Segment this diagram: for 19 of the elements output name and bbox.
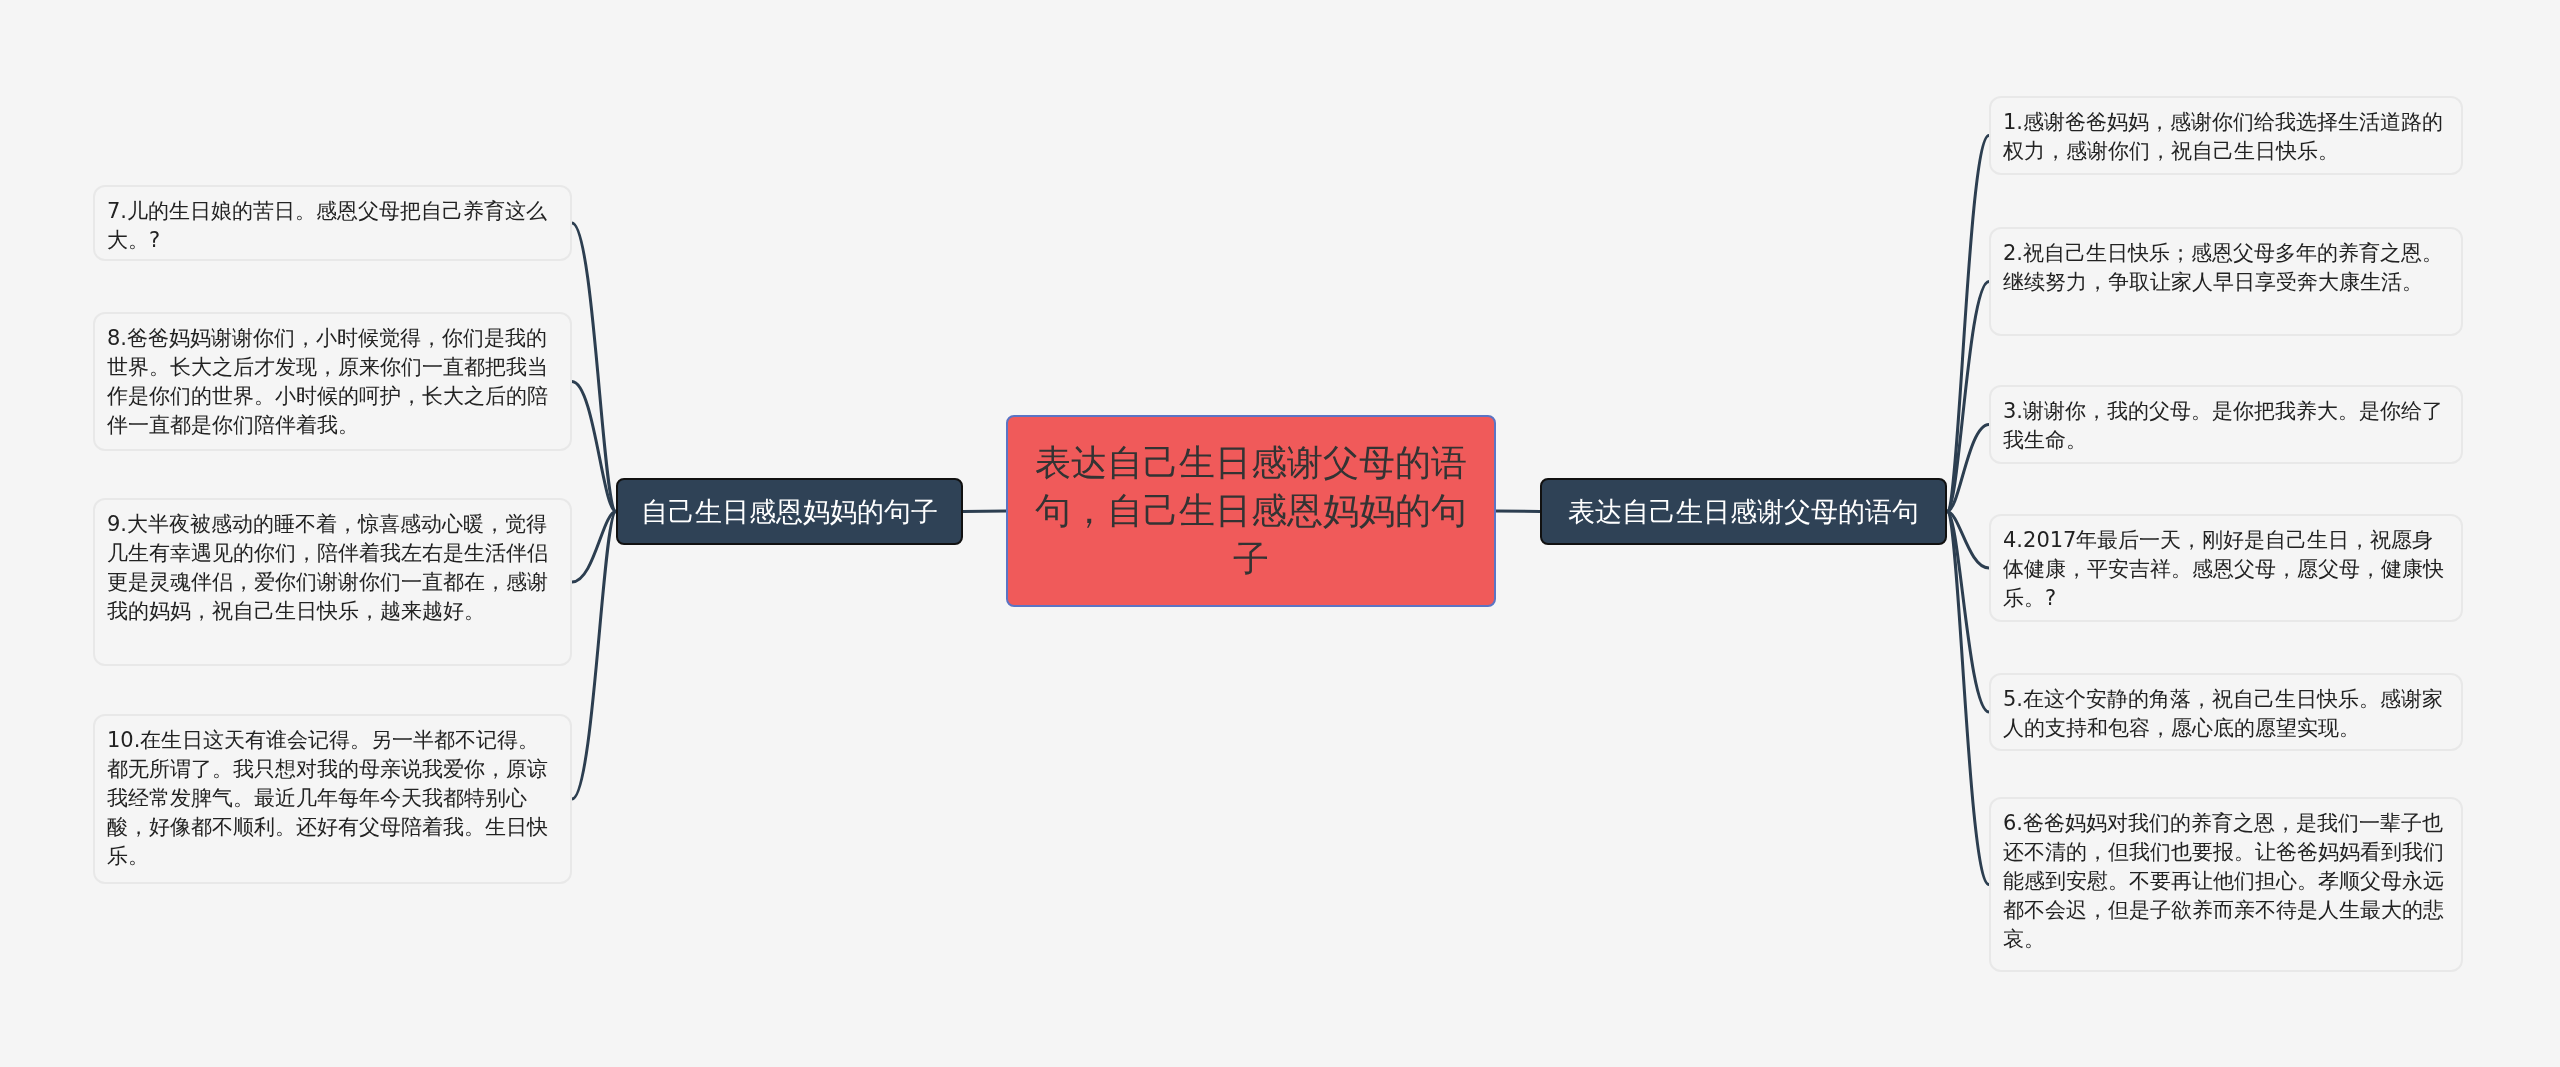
text-card: 3.谢谢你，我的父母。是你把我养大。是你给了我生命。 xyxy=(1989,385,2463,464)
connector-line xyxy=(963,509,1006,513)
text-card: 8.爸爸妈妈谢谢你们，小时候觉得，你们是我的世界。长大之后才发现，原来你们一直都把我当作是你们的世界。小时候的呵护，长大之后的陪伴一直都是你们陪伴着我。 xyxy=(93,312,572,451)
text-card: 10.在生日这天有谁会记得。另一半都不记得。都无所谓了。我只想对我的母亲说我爱你，原谅我经常发脾气。最近几年每年今天我都特别心酸，好像都不顺利。还好有父母陪着我。生日快乐。 xyxy=(93,714,572,884)
connector-line xyxy=(570,510,618,801)
central-topic-box: 表达自己生日感谢父母的语句，自己生日感恩妈妈的句子 xyxy=(1006,415,1496,607)
connector-line xyxy=(571,380,617,513)
text-card: 7.儿的生日娘的苦日。感恩父母把自己养育这么大。? xyxy=(93,185,572,261)
branch-topic-box: 表达自己生日感谢父母的语句 xyxy=(1540,478,1947,545)
text-card: 9.大半夜被感动的睡不着，惊喜感动心暖，觉得几生有幸遇见的你们，陪伴着我左右是生活伴侣更是灵魂伴侣，爱你们谢谢你们一直都在，感谢我的妈妈，祝自己生日快乐，越来越好。 xyxy=(93,498,572,666)
text-card: 4.2017年最后一天，刚好是自己生日，祝愿身体健康，平安吉祥。感恩父母，愿父母，健康快乐。? xyxy=(1989,514,2463,622)
connector-line xyxy=(571,510,617,584)
connector-line xyxy=(1496,509,1540,513)
text-card: 2.祝自己生日快乐；感恩父母多年的养育之恩。继续努力，争取让家人早日享受奔大康生活。 xyxy=(1989,227,2463,336)
connector-line xyxy=(1946,423,1990,513)
text-card: 6.爸爸妈妈对我们的养育之恩，是我们一辈子也还不清的，但我们也要报。让爸爸妈妈看到我们能感到安慰。不要再让他们担心。孝顺父母永远都不会迟，但是子欲养而亲不待是人生最大的悲哀。 xyxy=(1989,797,2463,972)
text-card: 5.在这个安静的角落，祝自己生日快乐。感谢家人的支持和包容，愿心底的愿望实现。 xyxy=(1989,673,2463,751)
text-card: 1.感谢爸爸妈妈，感谢你们给我选择生活道路的权力，感谢你们，祝自己生日快乐。 xyxy=(1989,96,2463,175)
branch-topic-box: 自己生日感恩妈妈的句子 xyxy=(616,478,963,545)
